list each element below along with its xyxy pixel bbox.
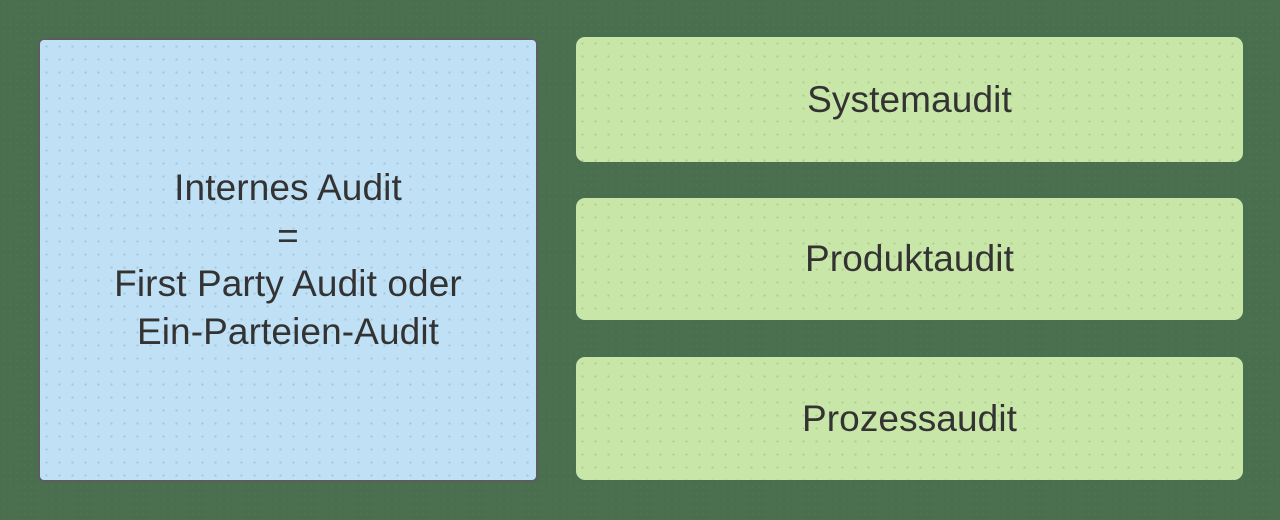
category-box-prozessaudit[interactable]: Prozessaudit xyxy=(576,357,1243,480)
category-box-produktaudit[interactable]: Produktaudit xyxy=(576,198,1243,320)
category-label-prozessaudit: Prozessaudit xyxy=(801,397,1018,439)
concept-line-alias-2: Ein-Parteien-Audit xyxy=(136,311,440,352)
concept-line-alias-1: First Party Audit oder xyxy=(114,263,462,304)
concept-box-internes-audit[interactable]: Internes Audit = First Party Audit oder … xyxy=(38,38,538,482)
category-box-systemaudit[interactable]: Systemaudit xyxy=(576,37,1243,162)
concept-line-title: Internes Audit xyxy=(174,167,402,208)
concept-line-equals: = xyxy=(277,215,299,256)
category-label-produktaudit: Produktaudit xyxy=(805,238,1014,279)
category-label-systemaudit: Systemaudit xyxy=(807,78,1012,120)
